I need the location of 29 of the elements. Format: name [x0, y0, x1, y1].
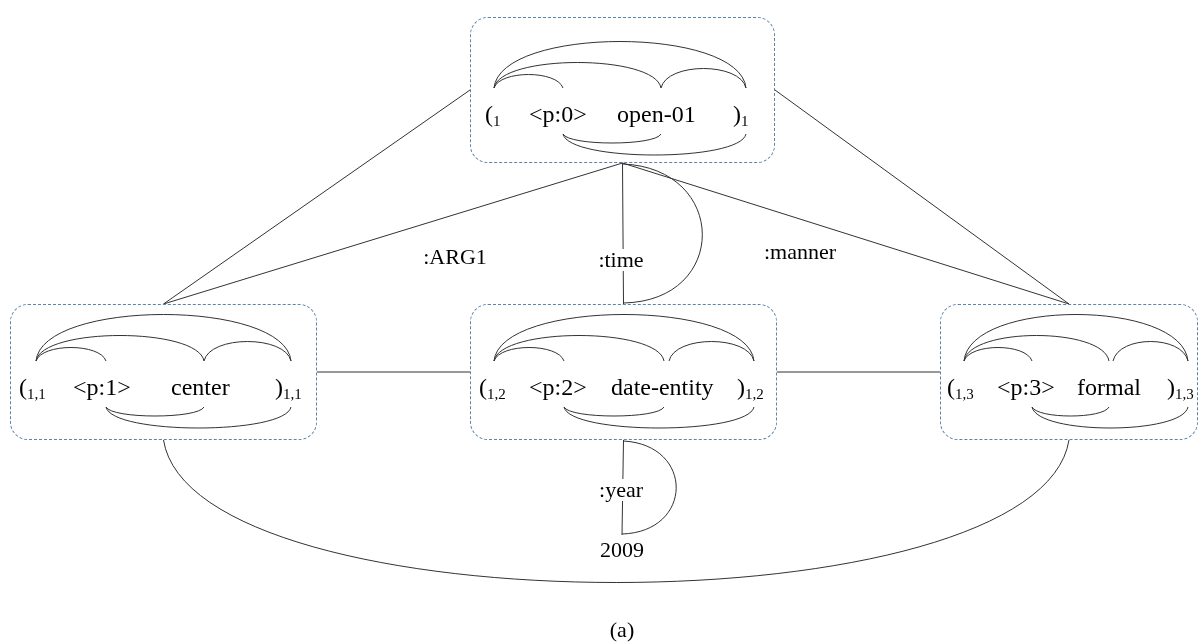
connector-line	[316, 371, 471, 373]
connector-line	[776, 371, 941, 373]
token-text: center	[171, 375, 230, 399]
connector-line	[163, 89, 471, 305]
token-text: )$_{1,3}$	[1167, 375, 1194, 399]
token-text: <p:2>	[529, 375, 587, 399]
dashed-rounded-box	[10, 304, 317, 440]
token-text: date-entity	[611, 375, 714, 399]
token-text: <p:3>	[997, 375, 1055, 399]
value-text: 2009	[592, 535, 652, 565]
token-text: ($_{1,3}$	[947, 375, 974, 399]
connector-line	[774, 89, 1070, 305]
token-text: ($_{1,1}$	[19, 375, 46, 399]
edge-label: :year	[597, 479, 645, 501]
token-text: ($_{1,2}$	[479, 375, 506, 399]
dashed-rounded-box	[470, 17, 775, 163]
connector-line	[622, 162, 1070, 305]
token-text: <p:0>	[529, 102, 587, 126]
token-text: )$_{1}$	[733, 102, 749, 126]
token-text: <p:1>	[73, 375, 131, 399]
dashed-rounded-box	[940, 304, 1198, 440]
token-text: )$_{1,1}$	[275, 375, 302, 399]
token-text: ($_{1}$	[485, 102, 501, 126]
token-text: formal	[1077, 375, 1141, 399]
dashed-rounded-box	[470, 304, 777, 440]
caption: (a)	[609, 619, 635, 641]
connector-line	[163, 162, 623, 305]
token-text: )$_{1,2}$	[737, 375, 764, 399]
token-text: open-01	[617, 102, 696, 126]
